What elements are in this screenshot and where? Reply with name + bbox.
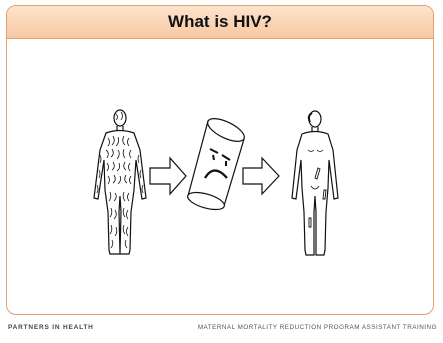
arrow-right-icon xyxy=(243,158,279,194)
human-figure-many-cells xyxy=(94,110,146,254)
footer-organization: PARTNERS IN HEALTH xyxy=(8,324,94,331)
footer-program: MATERNAL MORTALITY REDUCTION PROGRAM ASS… xyxy=(198,324,437,331)
sad-virus-cell xyxy=(186,114,248,213)
human-figure-few-cells xyxy=(292,111,338,255)
arrow-right-icon xyxy=(150,158,186,194)
